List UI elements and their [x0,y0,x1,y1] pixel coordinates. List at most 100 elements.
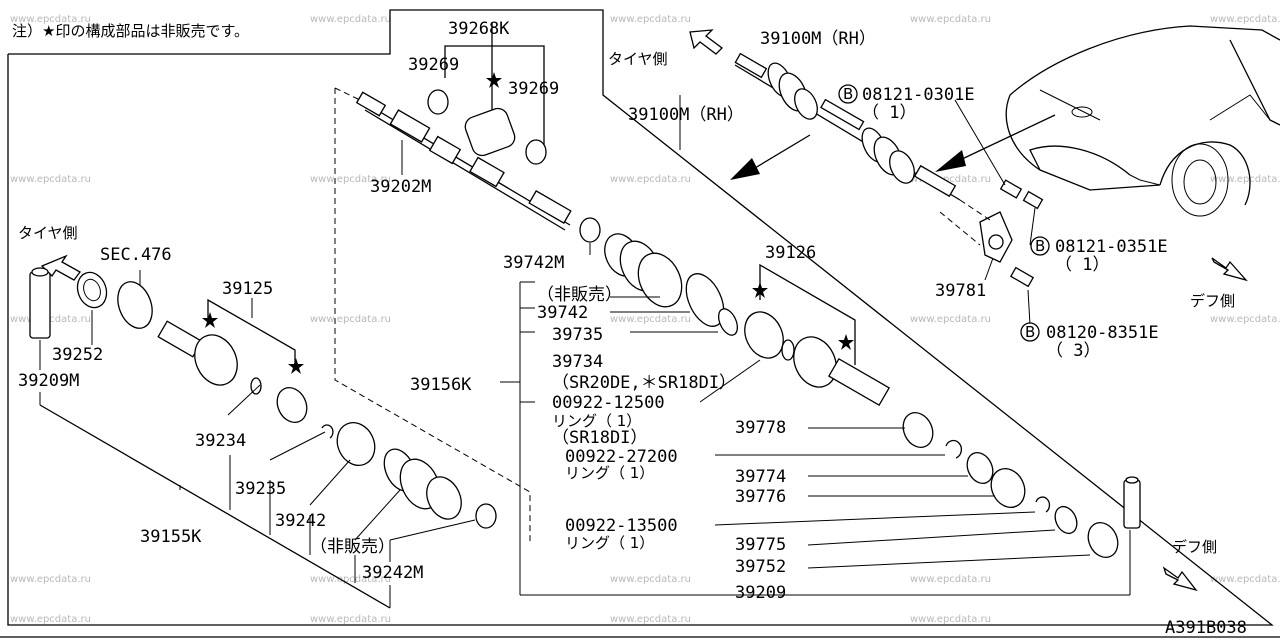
clamp-39269-right [525,139,547,165]
label-39776: 39776 [735,487,786,507]
svg-text:www.epcdata.ru: www.epcdata.ru [910,574,991,585]
label-not-sold-b: （非販売） [310,537,395,557]
bracket-39125 [207,298,296,370]
label-39234: 39234 [195,431,246,451]
label-ring-b: リング（ 1） [565,464,654,482]
ring-39734 [717,308,739,336]
label-00922-27200: 00922-27200 [565,447,678,467]
star-marker-icon-2 [752,282,768,298]
svg-text:B: B [1035,237,1045,255]
snap-ring-00922-27200 [945,439,962,459]
bracket-39781 [939,199,1013,263]
label-39155K: 39155K [140,527,202,547]
label-bolt-3-qty: （ 3） [1046,341,1100,361]
bolt-marker-2 [1030,236,1050,256]
label-39235: 39235 [235,479,286,499]
svg-text:www.epcdata.ru: www.epcdata.ru [910,614,991,625]
label-39734: 39734 [552,352,603,372]
svg-text:www.epcdata.ru: www.epcdata.ru [1210,14,1280,25]
leaders-left-group [39,270,476,609]
pointer-arrow-left [730,134,811,180]
dashed-shaft-outline [334,87,531,545]
clamp-39242M [475,503,497,529]
svg-text:www.epcdata.ru: www.epcdata.ru [10,14,91,25]
svg-text:www.epcdata.ru: www.epcdata.ru [310,574,391,585]
boot-39242 [383,448,462,520]
bolt-marker-1 [838,84,858,104]
label-39100M-mid: 39100M（RH） [628,105,744,125]
bolt-icon-2 [1022,190,1044,210]
arrow-diff-side-top-icon [1211,257,1248,282]
diff-side-label-bottom: デフ側 [1172,538,1217,556]
label-39735: 39735 [552,325,603,345]
label-39156K: 39156K [410,375,472,395]
svg-text:www.epcdata.ru: www.epcdata.ru [610,574,691,585]
label-not-sold-a: （非販売） [537,285,622,305]
joint-39125 [157,320,308,424]
tire-side-label-left: タイヤ側 [18,224,78,242]
boot-39742 [604,233,683,308]
svg-text:www.epcdata.ru: www.epcdata.ru [610,14,691,25]
label-39781: 39781 [935,281,986,301]
label-39209M: 39209M [18,371,79,391]
label-bolt-2-qty: （ 1） [1055,255,1109,275]
label-39778: 39778 [735,418,786,438]
label-sec476: SEC.476 [100,245,172,265]
label-39125: 39125 [222,279,273,299]
svg-text:B: B [1025,323,1035,341]
part-39776 [990,468,1026,508]
svg-text:www.epcdata.ru: www.epcdata.ru [310,174,391,185]
label-bolt-2: 08121-0351E [1055,237,1168,257]
svg-text:www.epcdata.ru: www.epcdata.ru [910,174,991,185]
leaders-center-group [401,95,1131,596]
part-39752 [1087,521,1119,559]
snap-ring-39234 [321,424,334,439]
svg-text:www.epcdata.ru: www.epcdata.ru [610,174,691,185]
star-marker-icon-5 [288,358,304,374]
driveshaft-assembly-rh [734,52,961,201]
star-marker-icon [486,72,502,88]
label-39774: 39774 [735,467,786,487]
label-39752: 39752 [735,557,786,577]
bolt-icon-3 [1009,266,1035,288]
label-39242: 39242 [275,511,326,531]
part-39209-rod [1123,476,1141,529]
label-39100M-top: 39100M（RH） [760,29,876,49]
svg-text:www.epcdata.ru: www.epcdata.ru [1210,174,1280,185]
label-39734-note: （SR20DE,＊SR18DI） [552,373,736,393]
star-marker-icon-4 [202,312,218,328]
label-39209: 39209 [735,583,786,603]
label-00922-13500: 00922-13500 [565,516,678,536]
part-39778 [902,411,934,449]
diagram-frame [0,9,1280,638]
bolt-marker-3 [1020,322,1040,342]
label-00922-12500: 00922-12500 [552,393,665,413]
label-39202M: 39202M [370,177,431,197]
label-39775: 39775 [735,535,786,555]
star-marker-icon-3 [838,334,854,350]
label-bolt-3: 08120-8351E [1046,323,1159,343]
svg-text:www.epcdata.ru: www.epcdata.ru [10,614,91,625]
svg-text:www.epcdata.ru: www.epcdata.ru [310,14,391,25]
svg-text:www.epcdata.ru: www.epcdata.ru [1210,574,1280,585]
label-39268K: 39268K [448,19,510,39]
part-39209M-rod [29,267,51,339]
clamp-39269-left [427,89,449,115]
label-39269-left: 39269 [408,55,459,75]
part-39775 [1054,505,1078,535]
label-39242M: 39242M [362,563,423,583]
diagram-code: A391B038 [1165,618,1247,638]
svg-text:www.epcdata.ru: www.epcdata.ru [610,614,691,625]
part-39774 [966,451,994,485]
part-39252 [76,271,108,309]
svg-text:www.epcdata.ru: www.epcdata.ru [310,614,391,625]
svg-text:www.epcdata.ru: www.epcdata.ru [610,314,691,325]
clamp-39235 [336,422,376,466]
label-39252: 39252 [52,345,103,365]
svg-text:www.epcdata.ru: www.epcdata.ru [1210,314,1280,325]
label-ring-a: リング（ 1） [552,412,641,430]
boot-39268K [464,107,516,157]
svg-text:www.epcdata.ru: www.epcdata.ru [10,574,91,585]
label-bolt-1-qty: （ 1） [862,103,916,123]
